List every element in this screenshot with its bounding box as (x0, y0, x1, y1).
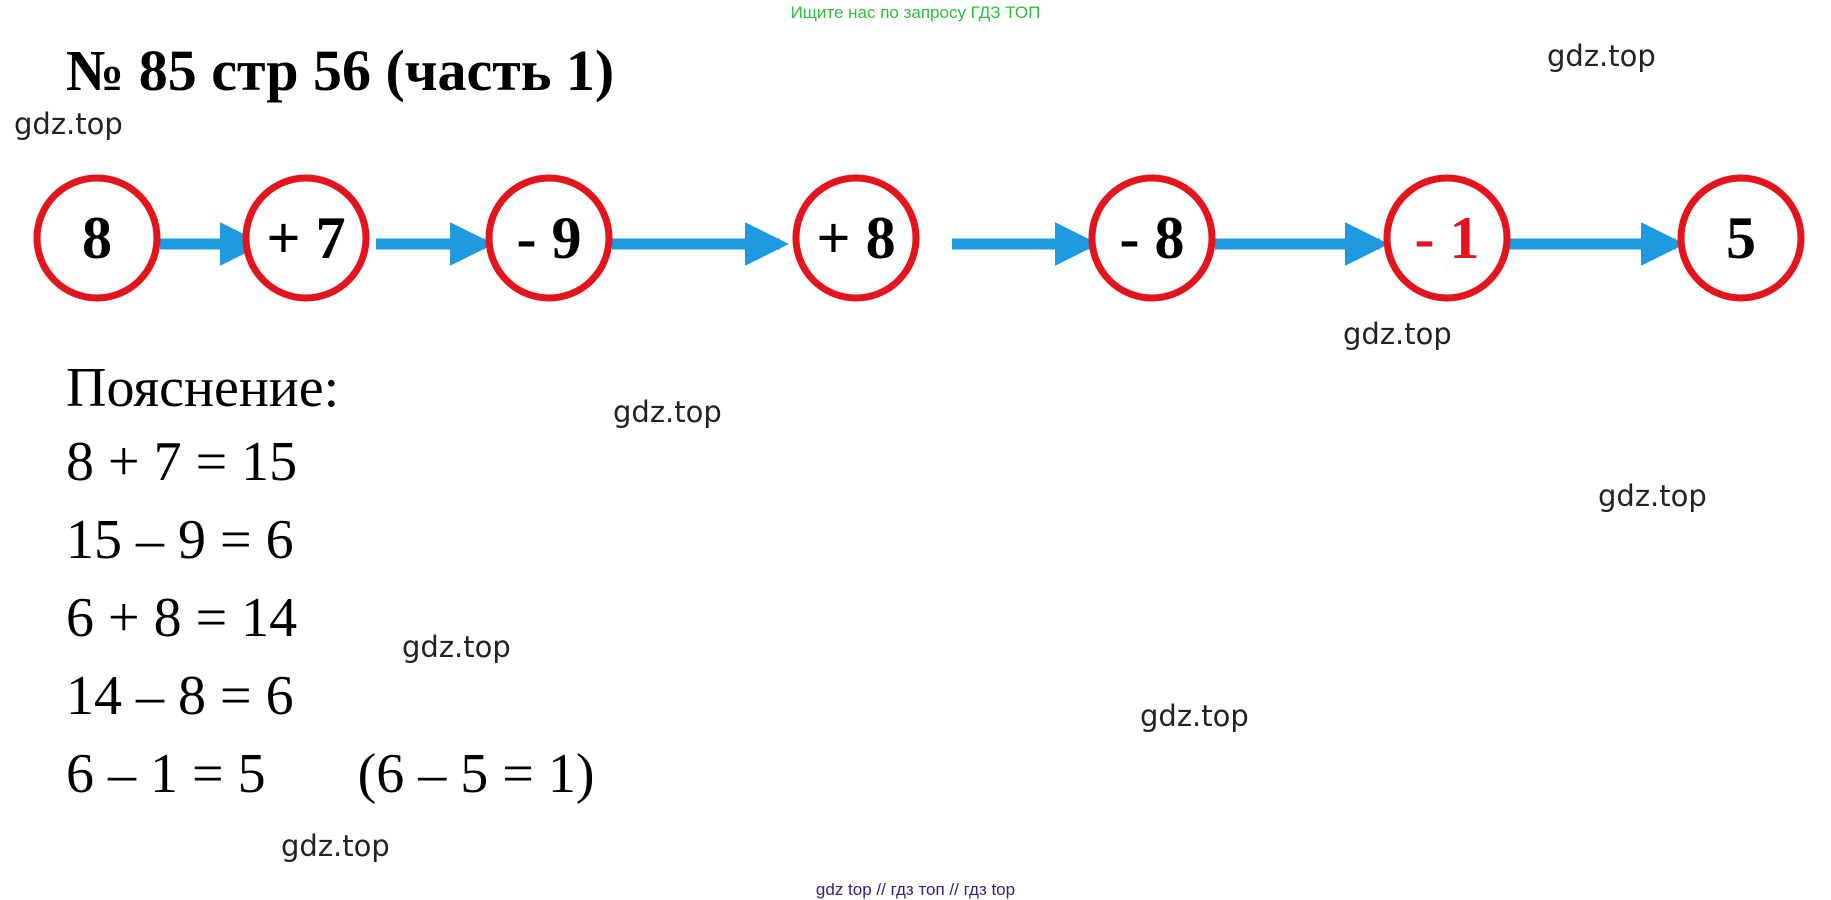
watermark: gdz.top (1140, 699, 1249, 733)
watermark: gdz.top (14, 107, 123, 141)
chain-node-label: 5 (1726, 205, 1756, 271)
explanation: Пояснение: 8 + 7 = 15 15 – 9 = 6 6 + 8 =… (66, 358, 594, 822)
watermark: gdz.top (281, 829, 390, 863)
equation-line: 14 – 8 = 6 (66, 665, 294, 727)
operation-chain: 8 + 7 - 9 + 8 - 8 - 1 5 (33, 174, 1805, 302)
chain-node-label: - 1 (1415, 205, 1480, 271)
chain-node-circle (792, 174, 920, 302)
chain-node-circle (1383, 174, 1511, 302)
chain-node-label: + 8 (816, 205, 895, 271)
chain-node-label: - 9 (517, 205, 582, 271)
watermark: gdz.top (402, 630, 511, 664)
equation-note: (6 – 5 = 1) (357, 743, 595, 805)
equation-line: 6 – 1 = 5 (6 – 5 = 1) (66, 744, 594, 804)
watermark: gdz.top (1547, 39, 1656, 73)
equation-line: 6 + 8 = 14 (66, 587, 298, 649)
watermark: gdz.top (1343, 317, 1452, 351)
chain-node-label: - 8 (1120, 205, 1185, 271)
page-title: № 85 стр 56 (часть 1) (66, 38, 615, 103)
chain-node-circle (1088, 174, 1216, 302)
equation-text: 6 – 1 = 5 (66, 743, 266, 805)
chain-node-label: + 7 (266, 205, 345, 271)
footer-links: gdz top // гдз топ // гдз top (815, 880, 1016, 899)
top-banner: Ищите нас по запросу ГДЗ ТОП (790, 3, 1041, 22)
watermark: gdz.top (613, 395, 722, 429)
chain-node-circle (1677, 174, 1805, 302)
chain-node-circle (485, 174, 613, 302)
equation-line: 15 – 9 = 6 (66, 509, 294, 571)
equation-line: 8 + 7 = 15 (66, 431, 298, 493)
chain-node-label: 8 (82, 205, 112, 271)
chain-node-circle (242, 174, 370, 302)
chain-node-circle (33, 174, 161, 302)
explanation-heading: Пояснение: (66, 357, 340, 419)
watermark: gdz.top (1598, 479, 1707, 513)
